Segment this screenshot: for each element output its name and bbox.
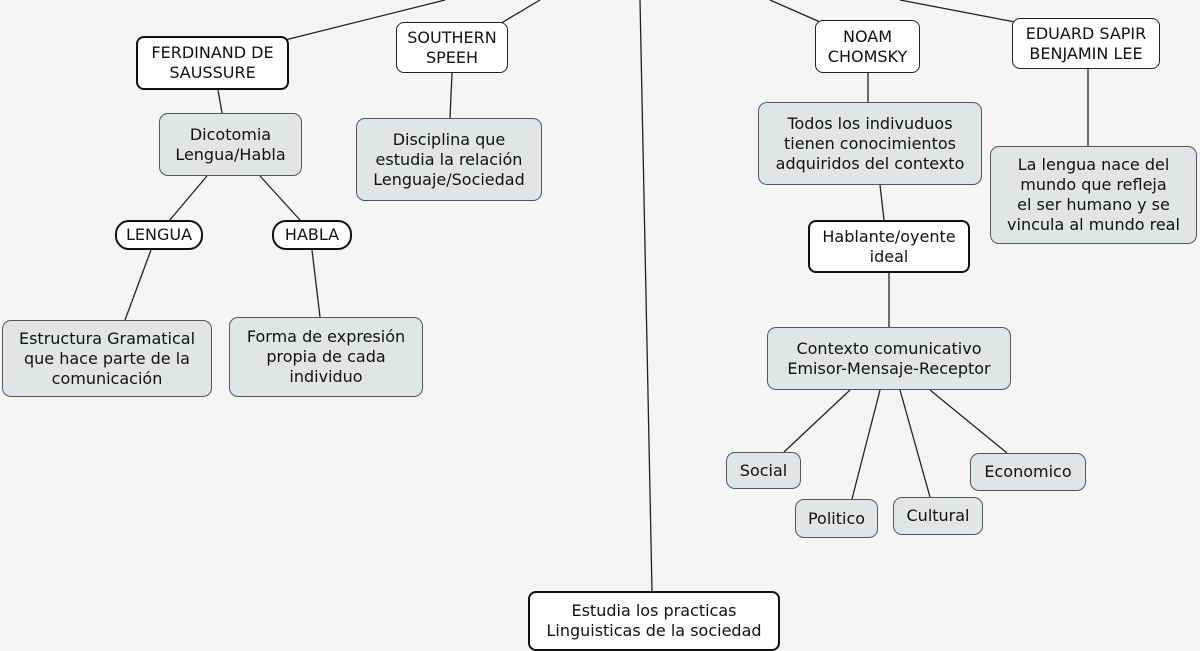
link-contexto-economico — [929, 389, 1008, 454]
node-politico[interactable]: Politico — [795, 499, 878, 538]
node-forma-de-expresion[interactable]: Forma de expresión propia de cada indivi… — [229, 317, 423, 397]
link-saussure-dicotomia — [217, 89, 223, 114]
link-root-southern — [497, 0, 541, 26]
node-estudia-practicas[interactable]: Estudia los practicas Linguisticas de la… — [528, 591, 780, 651]
link-root-saussure — [284, 0, 446, 41]
node-noam-chomsky[interactable]: NOAM CHOMSKY — [815, 20, 920, 73]
node-lengua-nace[interactable]: La lengua nace del mundo que refleja el … — [990, 146, 1197, 244]
link-root-estudia — [639, 0, 653, 592]
node-lengua[interactable]: LENGUA — [115, 220, 203, 250]
link-dicotomia-lengua — [168, 175, 208, 222]
node-ferdinand-de-saussure[interactable]: FERDINAND DE SAUSSURE — [136, 36, 289, 90]
node-contexto-comunicativo[interactable]: Contexto comunicativo Emisor-Mensaje-Rec… — [767, 327, 1011, 390]
node-habla[interactable]: HABLA — [272, 220, 352, 250]
node-economico[interactable]: Economico — [970, 453, 1086, 491]
link-contexto-politico — [851, 389, 881, 500]
link-lengua-estructura — [124, 249, 152, 321]
node-dicotomia[interactable]: Dicotomia Lengua/Habla — [159, 113, 302, 176]
node-todos-los-individuos[interactable]: Todos los indivuduos tienen conocimiento… — [758, 102, 982, 185]
link-root-chomsky — [769, 0, 821, 23]
link-contexto-social — [783, 389, 851, 453]
link-contexto-cultural — [899, 389, 931, 498]
connector-lines — [124, 0, 1089, 592]
link-dicotomia-habla — [259, 175, 301, 221]
link-habla-forma — [311, 249, 321, 318]
node-hablante-oyente[interactable]: Hablante/oyente ideal — [808, 220, 970, 273]
link-root-sapir — [899, 0, 1016, 23]
link-todos-hablante — [879, 184, 885, 221]
node-cultural[interactable]: Cultural — [893, 497, 983, 535]
node-eduard-sapir[interactable]: EDUARD SAPIR BENJAMIN LEE — [1012, 18, 1160, 69]
node-estructura-gramatical[interactable]: Estructura Gramatical que hace parte de … — [2, 320, 212, 397]
node-southern-speeh[interactable]: SOUTHERN SPEEH — [396, 22, 508, 73]
node-disciplina[interactable]: Disciplina que estudia la relación Lengu… — [356, 118, 542, 201]
node-social[interactable]: Social — [726, 452, 801, 489]
link-southern-disciplina — [449, 72, 453, 119]
